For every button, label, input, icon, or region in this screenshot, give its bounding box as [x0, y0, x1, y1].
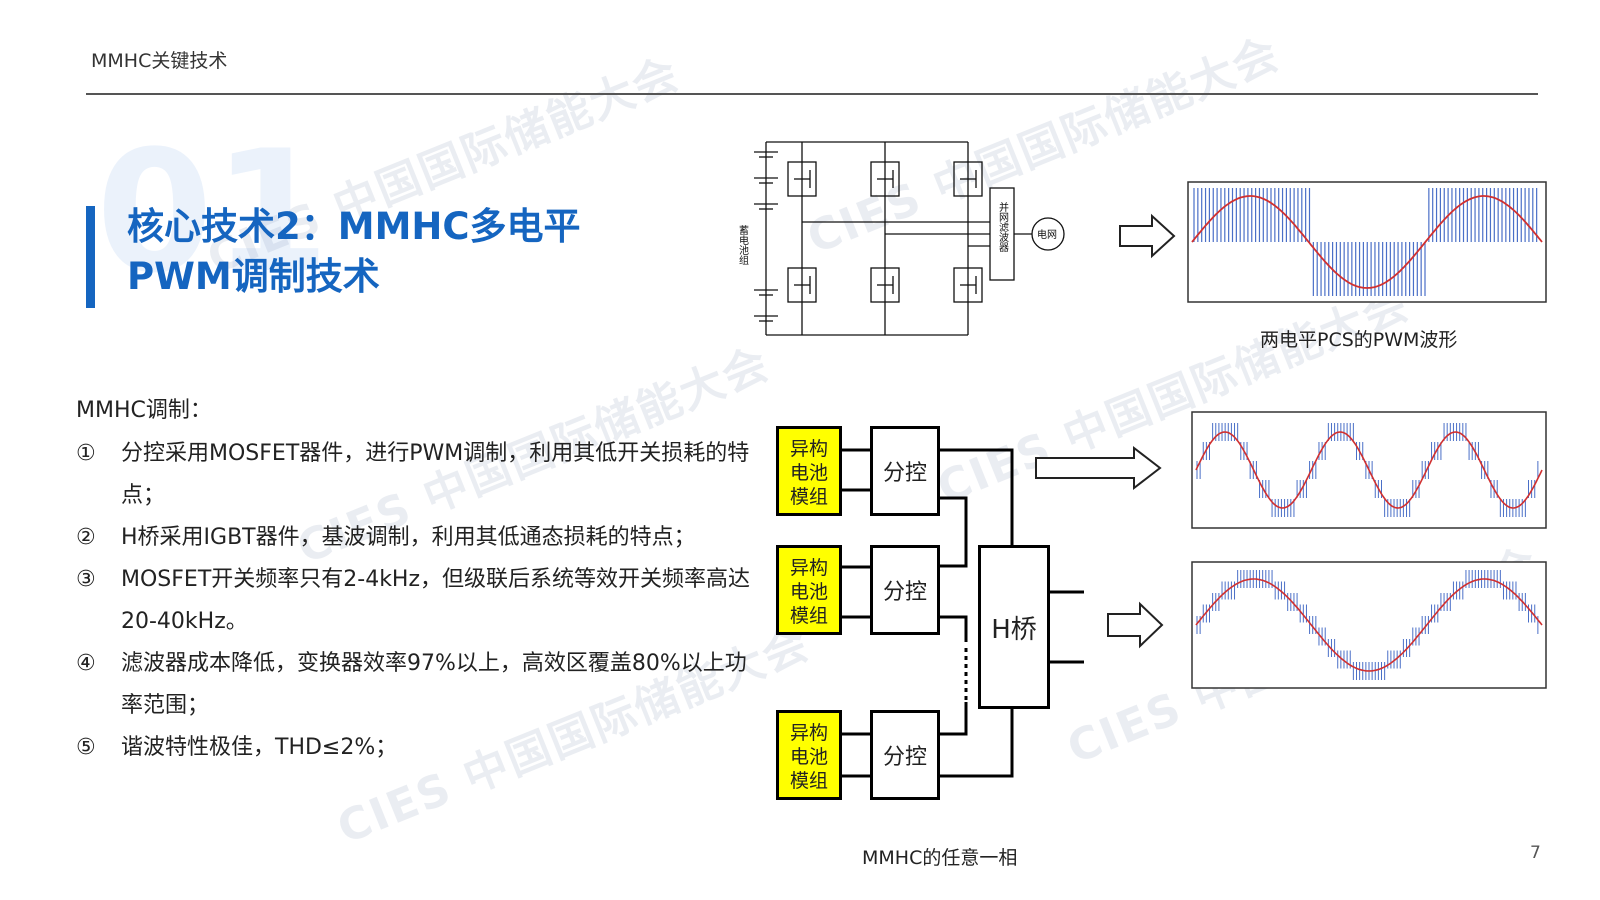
h-bridge: H桥: [978, 545, 1050, 709]
battery-module-label: 模组: [789, 605, 828, 627]
filter-label: 并网滤波器: [997, 201, 1009, 253]
battery-module: 异构 电池 模组: [776, 545, 842, 635]
battery-module-label: 异构: [789, 722, 828, 744]
section-number: 01: [96, 114, 330, 310]
two-level-pwm-waveform: [1187, 181, 1547, 303]
battery-cell-icon: [754, 315, 778, 322]
sub-controller-label: 分控: [882, 745, 927, 770]
list-number: ②: [76, 525, 96, 550]
battery-module-label: 电池: [789, 462, 828, 484]
list-text: MOSFET开关频率只有2-4kHz，但级联后系统等效开关频率高达20-40kH…: [121, 567, 751, 634]
reference-sine: [1191, 195, 1543, 289]
igbt-switch-icon: [953, 161, 983, 197]
list-number: ①: [76, 441, 96, 466]
grid-icon: [1031, 217, 1065, 251]
dc-label: 蓄电池组: [737, 225, 749, 265]
list-number: ④: [76, 651, 96, 676]
list-text: H桥采用IGBT器件，基波调制，利用其低通态损耗的特点；: [121, 525, 696, 550]
battery-module-label: 电池: [789, 581, 828, 603]
battery-cell-icon: [754, 151, 778, 158]
battery-module-label: 模组: [789, 770, 828, 792]
h-bridge-label: H桥: [991, 614, 1037, 645]
two-level-inverter-circuit: 蓄电池组 并网滤波器 电网: [737, 141, 1065, 336]
list-item: ⑤ 谐波特性极佳，THD≤2%；: [76, 727, 756, 769]
grid-label: 电网: [1037, 228, 1057, 241]
header-divider: [86, 93, 1538, 95]
reference-sine: [1195, 578, 1543, 672]
page-number: 7: [1530, 843, 1541, 863]
arrow-right-icon: [1035, 445, 1162, 491]
sub-controller: 分控: [870, 710, 940, 800]
igbt-switch-icon: [870, 267, 900, 303]
list-item: ② H桥采用IGBT器件，基波调制，利用其低通态损耗的特点；: [76, 517, 756, 559]
top-figure-caption: 两电平PCS的PWM波形: [1260, 329, 1458, 351]
submodule-pwm-waveform: [1191, 411, 1547, 529]
multilevel-pwm-waveform: [1191, 561, 1547, 689]
section-title-line2: PWM调制技术: [127, 255, 380, 298]
sub-controller-label: 分控: [882, 461, 927, 486]
intro-text: MMHC调制：: [76, 398, 212, 423]
header-title: MMHC关键技术: [91, 50, 228, 72]
list-text: 谐波特性极佳，THD≤2%；: [121, 735, 398, 760]
section-title: 核心技术2：MMHC多电平 PWM调制技术: [127, 202, 687, 302]
sub-controller: 分控: [870, 545, 940, 635]
battery-module: 异构 电池 模组: [776, 710, 842, 800]
battery-cell-icon: [754, 203, 778, 210]
battery-module: 异构 电池 模组: [776, 426, 842, 516]
battery-module-label: 电池: [789, 746, 828, 768]
battery-module-label: 异构: [789, 438, 828, 460]
battery-module-label: 模组: [789, 486, 828, 508]
list-item: ④ 滤波器成本降低，变换器效率97%以上，高效区覆盖80%以上功率范围；: [76, 643, 756, 727]
battery-module-label: 异构: [789, 557, 828, 579]
list-number: ③: [76, 567, 96, 592]
title-accent-bar: [86, 206, 95, 308]
list-item: ① 分控采用MOSFET器件，进行PWM调制，利用其低开关损耗的特点；: [76, 433, 756, 517]
list-item: ③ MOSFET开关频率只有2-4kHz，但级联后系统等效开关频率高达20-40k…: [76, 559, 756, 643]
bottom-figure-caption: MMHC的任意一相: [862, 847, 1018, 869]
list-text: 滤波器成本降低，变换器效率97%以上，高效区覆盖80%以上功率范围；: [121, 651, 747, 718]
sub-controller: 分控: [870, 426, 940, 516]
arrow-right-icon: [1119, 213, 1176, 259]
arrow-right-icon: [1107, 601, 1164, 649]
battery-cell-icon: [754, 289, 778, 296]
igbt-switch-icon: [870, 161, 900, 197]
reference-sine: [1195, 431, 1543, 509]
battery-cell-icon: [754, 177, 778, 184]
section-title-line1: 核心技术2：MMHC多电平: [127, 205, 581, 248]
feature-list: ① 分控采用MOSFET器件，进行PWM调制，利用其低开关损耗的特点； ② H桥采用…: [76, 433, 756, 769]
igbt-switch-icon: [787, 267, 817, 303]
igbt-switch-icon: [787, 161, 817, 197]
sub-controller-label: 分控: [882, 580, 927, 605]
list-text: 分控采用MOSFET器件，进行PWM调制，利用其低开关损耗的特点；: [121, 441, 750, 508]
igbt-switch-icon: [953, 267, 983, 303]
list-number: ⑤: [76, 735, 96, 760]
